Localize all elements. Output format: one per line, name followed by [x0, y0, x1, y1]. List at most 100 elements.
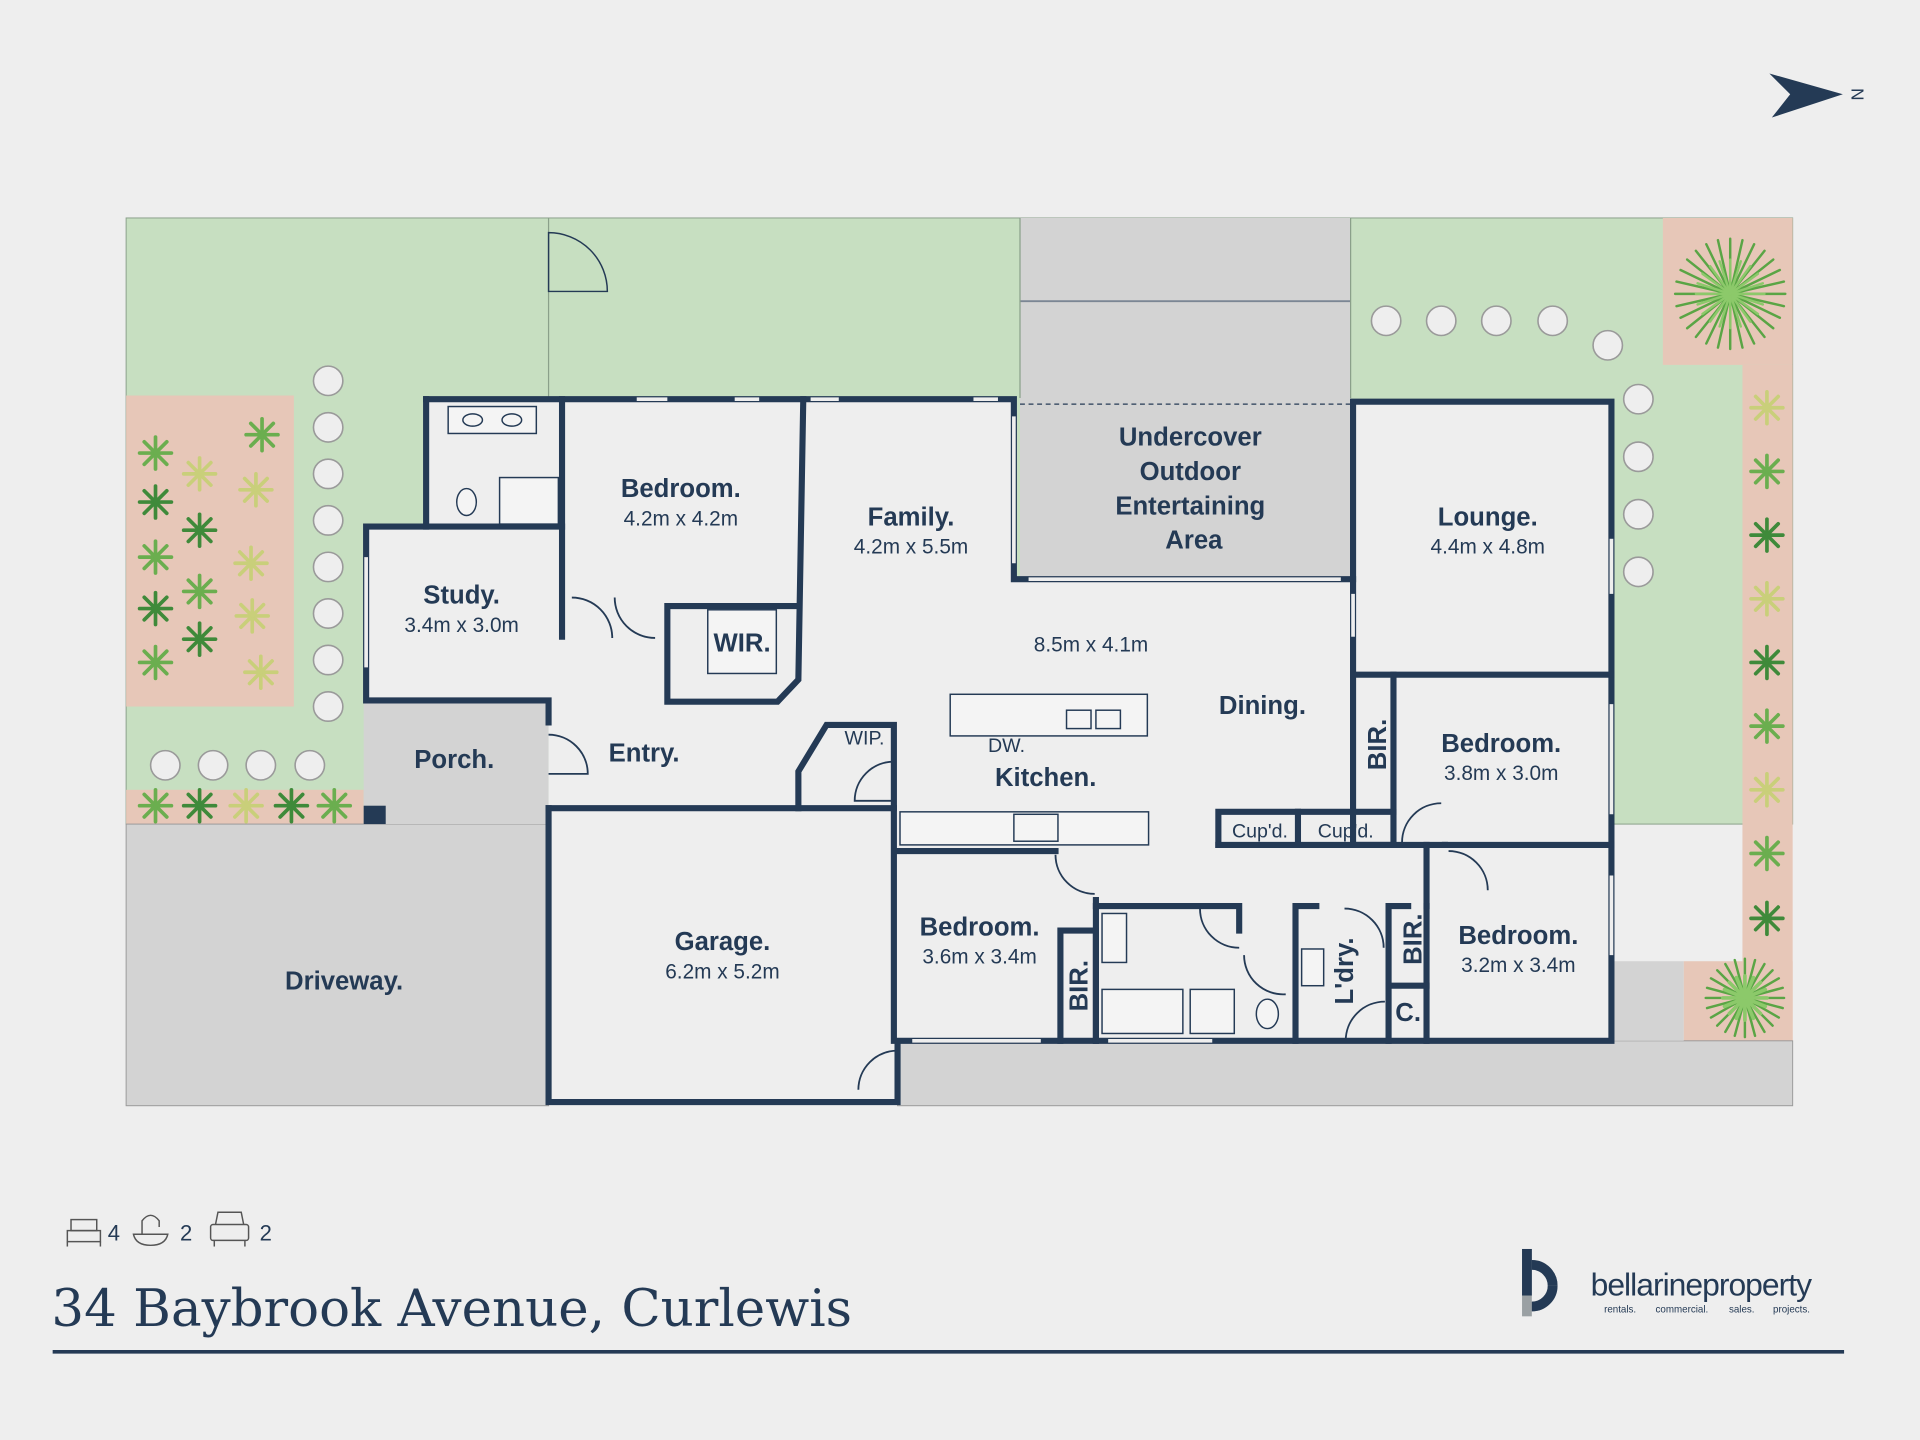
- house: [363, 396, 1615, 1106]
- stepping-stone: [312, 504, 344, 536]
- plant-icon: [1749, 517, 1785, 553]
- plant-icon: [228, 787, 264, 824]
- brand-tagline-projects: projects.: [1773, 1305, 1810, 1316]
- brand-name: bellarineproperty: [1591, 1267, 1812, 1303]
- room-name-bedroom-3: Bedroom.: [920, 914, 1040, 942]
- toilet: [456, 487, 478, 517]
- room-name-bedroom-4: Bedroom.: [1458, 922, 1578, 950]
- bathroom-count: 2: [180, 1220, 192, 1245]
- stepping-stones: [149, 305, 1654, 781]
- plant-icon: [238, 472, 274, 508]
- room-dims-lounge: 4.4m x 4.8m: [1431, 535, 1545, 558]
- north-label: N: [1847, 88, 1867, 100]
- vanity: [447, 405, 538, 435]
- car-icon: [209, 1211, 250, 1247]
- plant-icon: [243, 654, 279, 690]
- stepping-stone: [1622, 498, 1654, 530]
- room-name-outdoor: Undercover Outdoor Entertaining Area: [1115, 424, 1272, 555]
- stepping-stone: [312, 411, 344, 443]
- plant-icon: [181, 456, 218, 492]
- room-name-dining: Dining.: [1219, 692, 1306, 720]
- plant-icon: [1749, 644, 1785, 681]
- room-dims-living: 8.5m x 4.1m: [1034, 633, 1148, 656]
- room-dims-bedroom-1: 4.2m x 4.2m: [624, 507, 738, 530]
- plant-icon: [1749, 900, 1785, 937]
- stepping-stone: [294, 749, 326, 781]
- bed-icon: [66, 1218, 102, 1247]
- room-name-entry: Entry.: [609, 740, 680, 768]
- room-dims-bedroom-2: 3.8m x 3.0m: [1444, 762, 1558, 785]
- car-space-count: 2: [260, 1220, 272, 1245]
- stepping-stone: [312, 365, 344, 397]
- room-name-family: Family.: [868, 503, 955, 531]
- plant-icon: [181, 787, 218, 824]
- plant-icon: [1749, 772, 1785, 808]
- side-path: [1613, 961, 1684, 1041]
- plant-icon: [181, 573, 218, 610]
- stepping-stone: [1537, 305, 1569, 337]
- stepping-stone: [245, 749, 277, 781]
- room-name-kitchen: Kitchen.: [995, 764, 1096, 792]
- property-address: 34 Baybrook Avenue, Curlewis: [51, 1279, 852, 1339]
- room-dims-garage: 6.2m x 5.2m: [665, 960, 779, 983]
- stepping-stone: [1622, 556, 1654, 588]
- plant-icon: [244, 416, 280, 453]
- stepping-stone: [312, 691, 344, 723]
- room-name-garage: Garage.: [675, 928, 771, 956]
- brand-logo: [1522, 1248, 1558, 1317]
- stepping-stone: [1480, 305, 1512, 337]
- plants: [137, 237, 1787, 1039]
- room-name-porch: Porch.: [414, 746, 494, 774]
- cooktop: [1013, 813, 1059, 842]
- plant-icon: [137, 787, 174, 824]
- stepping-stone: [1622, 383, 1654, 415]
- stepping-stone: [149, 749, 181, 781]
- room-name-laundry: L'dry.: [1331, 937, 1359, 1004]
- plant-icon: [1694, 258, 1766, 330]
- plant-icon: [181, 621, 218, 657]
- plant-icon: [273, 787, 310, 824]
- plant-icon: [137, 435, 174, 471]
- label-cupboard-1: Cup'd.: [1232, 821, 1288, 843]
- plant-icon: [234, 598, 270, 634]
- bathtub: [1101, 988, 1184, 1035]
- toilet-2: [1255, 998, 1280, 1030]
- footpath-strip: [897, 1040, 1794, 1107]
- feature-summary: [66, 1211, 250, 1247]
- shower: [498, 476, 560, 525]
- room-name-bedroom-2: Bedroom.: [1441, 730, 1561, 758]
- room-name-linen: C.: [1395, 999, 1421, 1027]
- plant-icon: [181, 512, 218, 548]
- driveway-area: [125, 823, 550, 1107]
- stepping-stone: [1622, 441, 1654, 473]
- stepping-stone: [312, 644, 344, 676]
- room-name-wip: WIP.: [845, 727, 885, 749]
- room-name-bir-1: BIR.: [1364, 719, 1392, 770]
- stepping-stone: [1425, 305, 1457, 337]
- door-swings: [548, 596, 1489, 1090]
- plant-icon: [1721, 974, 1769, 1022]
- bath-icon: [132, 1214, 169, 1247]
- room-labels: Bedroom. 4.2m x 4.2m Family. 4.2m x 5.5m…: [285, 424, 1578, 1028]
- brand-tagline-sales: sales.: [1729, 1305, 1755, 1316]
- stepping-stone: [1370, 305, 1402, 337]
- plant-icon: [137, 644, 174, 681]
- room-dims-family: 4.2m x 5.5m: [854, 535, 968, 558]
- plant-icon: [1749, 708, 1785, 744]
- room-name-study: Study.: [423, 582, 500, 610]
- room-dims-study: 3.4m x 3.0m: [404, 614, 518, 637]
- label-dishwasher: DW.: [988, 735, 1025, 757]
- plant-icon: [1749, 390, 1785, 426]
- plant-icon: [137, 539, 174, 575]
- room-name-lounge: Lounge.: [1438, 503, 1538, 531]
- gate-swing: [547, 231, 609, 293]
- plant-icon: [1749, 453, 1785, 490]
- stepping-stone: [312, 551, 344, 583]
- stepping-stone: [312, 458, 344, 490]
- bedroom-count: 4: [108, 1220, 120, 1245]
- room-dims-bedroom-4: 3.2m x 3.4m: [1461, 954, 1575, 977]
- wir-shelf: [707, 609, 778, 675]
- stepping-stone: [197, 749, 229, 781]
- plant-icon: [316, 787, 353, 824]
- laundry-tub: [1300, 948, 1325, 987]
